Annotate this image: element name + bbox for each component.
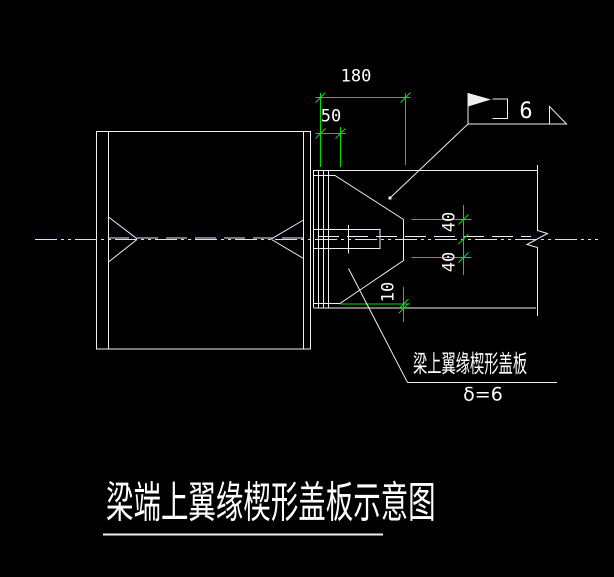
web-splice-bar — [313, 225, 381, 254]
dimension-180-text: 180 — [340, 66, 372, 87]
weld-leader-dot — [388, 196, 392, 200]
dimension-180-lines — [315, 92, 411, 167]
stiffener-diagonals — [108, 216, 304, 263]
dimension-50-text: 50 — [320, 106, 342, 127]
hidden-centerline — [108, 236, 531, 239]
wedge-plate-outline — [313, 175, 404, 304]
wedge-plate-callout-label: 梁上翼缘楔形盖板 — [413, 350, 528, 379]
dimension-10-text: 10 — [378, 281, 399, 303]
weld-arrow-triangle-icon — [549, 105, 568, 125]
weld-leader-line — [389, 123, 469, 199]
column-outline — [96, 131, 311, 350]
dimension-50-lines — [315, 127, 346, 167]
dimension-40-upper-text: 40 — [439, 211, 460, 233]
dimension-40-lines — [411, 205, 472, 275]
title-underline — [103, 533, 383, 536]
weld-groove-symbol-icon — [492, 98, 508, 119]
end-plate-lines — [313, 170, 329, 308]
drawing-title: 梁端上翼缘楔形盖板示意图 — [106, 477, 436, 529]
beam-break-line — [525, 165, 549, 316]
weld-field-flag-icon — [468, 93, 491, 107]
dimension-40-lower-text: 40 — [439, 251, 460, 273]
dimension-10-lines — [340, 287, 410, 322]
beam-outline — [313, 170, 537, 309]
weld-symbol — [388, 93, 568, 200]
weld-size-text: 6 — [519, 99, 533, 124]
plate-thickness-label: δ=6 — [463, 383, 503, 406]
label-leader — [348, 268, 557, 383]
